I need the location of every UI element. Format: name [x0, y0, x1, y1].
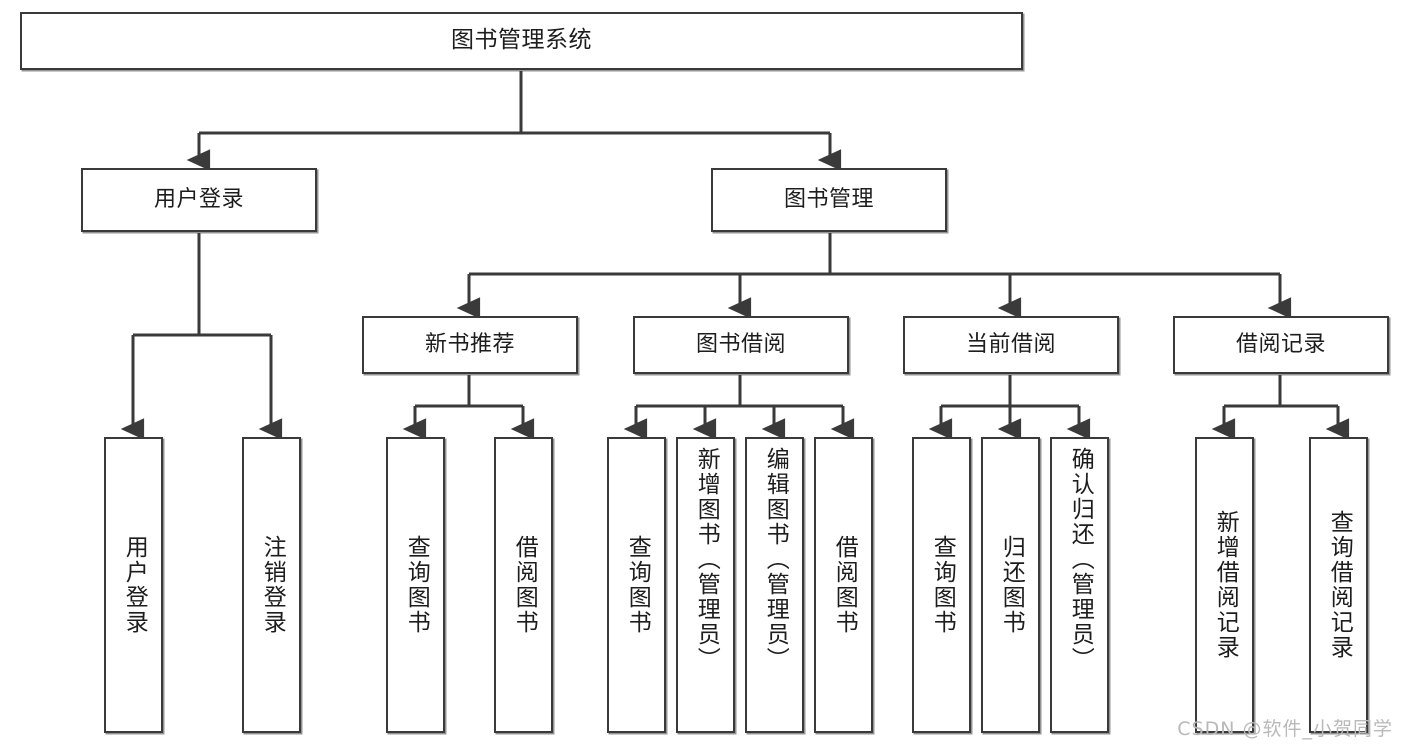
node-label: 归还图书	[998, 535, 1025, 635]
node-label: 查询图书	[403, 535, 430, 635]
node-current-borrowing[interactable]: 当前借阅	[903, 316, 1119, 374]
user-login-to-children-connectors	[120, 233, 283, 440]
node-label: 借阅图书	[511, 535, 538, 635]
node-borrowing-record[interactable]: 借阅记录	[1173, 316, 1389, 374]
leaf-query-book-newbook[interactable]: 查询图书	[386, 437, 445, 733]
node-label: 新增图书（管理员）	[693, 447, 720, 672]
node-label: 图书借阅	[695, 332, 786, 358]
node-label: 查询图书	[624, 535, 651, 635]
leaf-logout[interactable]: 注销登录	[242, 437, 301, 733]
leaf-query-book-borrow[interactable]: 查询图书	[607, 437, 666, 733]
node-root-book-management-system[interactable]: 图书管理系统	[20, 12, 1023, 70]
leaf-add-borrow-record[interactable]: 新增借阅记录	[1195, 437, 1254, 733]
node-label: 图书管理系统	[451, 27, 592, 54]
leaf-edit-book-admin[interactable]: 编辑图书（管理员）	[745, 437, 804, 733]
leaf-borrow-book-newbook[interactable]: 借阅图书	[494, 437, 553, 733]
node-label: 查询图书	[929, 535, 956, 635]
leaf-borrow-book[interactable]: 借阅图书	[814, 437, 873, 733]
node-label: 确认归还（管理员）	[1067, 447, 1094, 672]
node-book-management[interactable]: 图书管理	[711, 168, 947, 232]
node-label: 注销登录	[259, 535, 286, 635]
node-book-borrowing[interactable]: 图书借阅	[633, 316, 849, 374]
node-label: 借阅记录	[1235, 332, 1326, 358]
leaf-add-book-admin[interactable]: 新增图书（管理员）	[676, 437, 735, 733]
current-borrow-to-leaves-connectors	[928, 375, 1091, 440]
csdn-watermark: CSDN @软件_小贺同学	[1177, 718, 1393, 740]
leaf-user-login[interactable]: 用户登录	[104, 437, 163, 733]
leaf-query-borrow-record[interactable]: 查询借阅记录	[1309, 437, 1368, 733]
node-label: 编辑图书（管理员）	[762, 447, 789, 672]
node-label: 用户登录	[153, 187, 244, 213]
node-new-book-recommendation[interactable]: 新书推荐	[362, 316, 578, 374]
node-label: 查询借阅记录	[1326, 510, 1353, 660]
borrow-record-to-leaves-connectors	[1211, 375, 1350, 440]
node-label: 用户登录	[121, 535, 148, 635]
node-label: 当前借阅	[965, 332, 1056, 358]
node-label: 新书推荐	[424, 332, 515, 358]
root-to-level2-connectors	[186, 71, 842, 171]
node-user-login[interactable]: 用户登录	[81, 168, 317, 232]
node-label: 新增借阅记录	[1212, 510, 1239, 660]
new-book-to-leaves-connectors	[402, 375, 535, 440]
book-manage-to-level3-connectors	[456, 233, 1292, 319]
node-label: 借阅图书	[831, 535, 858, 635]
book-borrow-to-leaves-connectors	[623, 375, 855, 440]
leaf-confirm-return-admin[interactable]: 确认归还（管理员）	[1050, 437, 1109, 733]
node-label: 图书管理	[783, 187, 874, 213]
leaf-query-book-current[interactable]: 查询图书	[912, 437, 971, 733]
leaf-return-book[interactable]: 归还图书	[981, 437, 1040, 733]
